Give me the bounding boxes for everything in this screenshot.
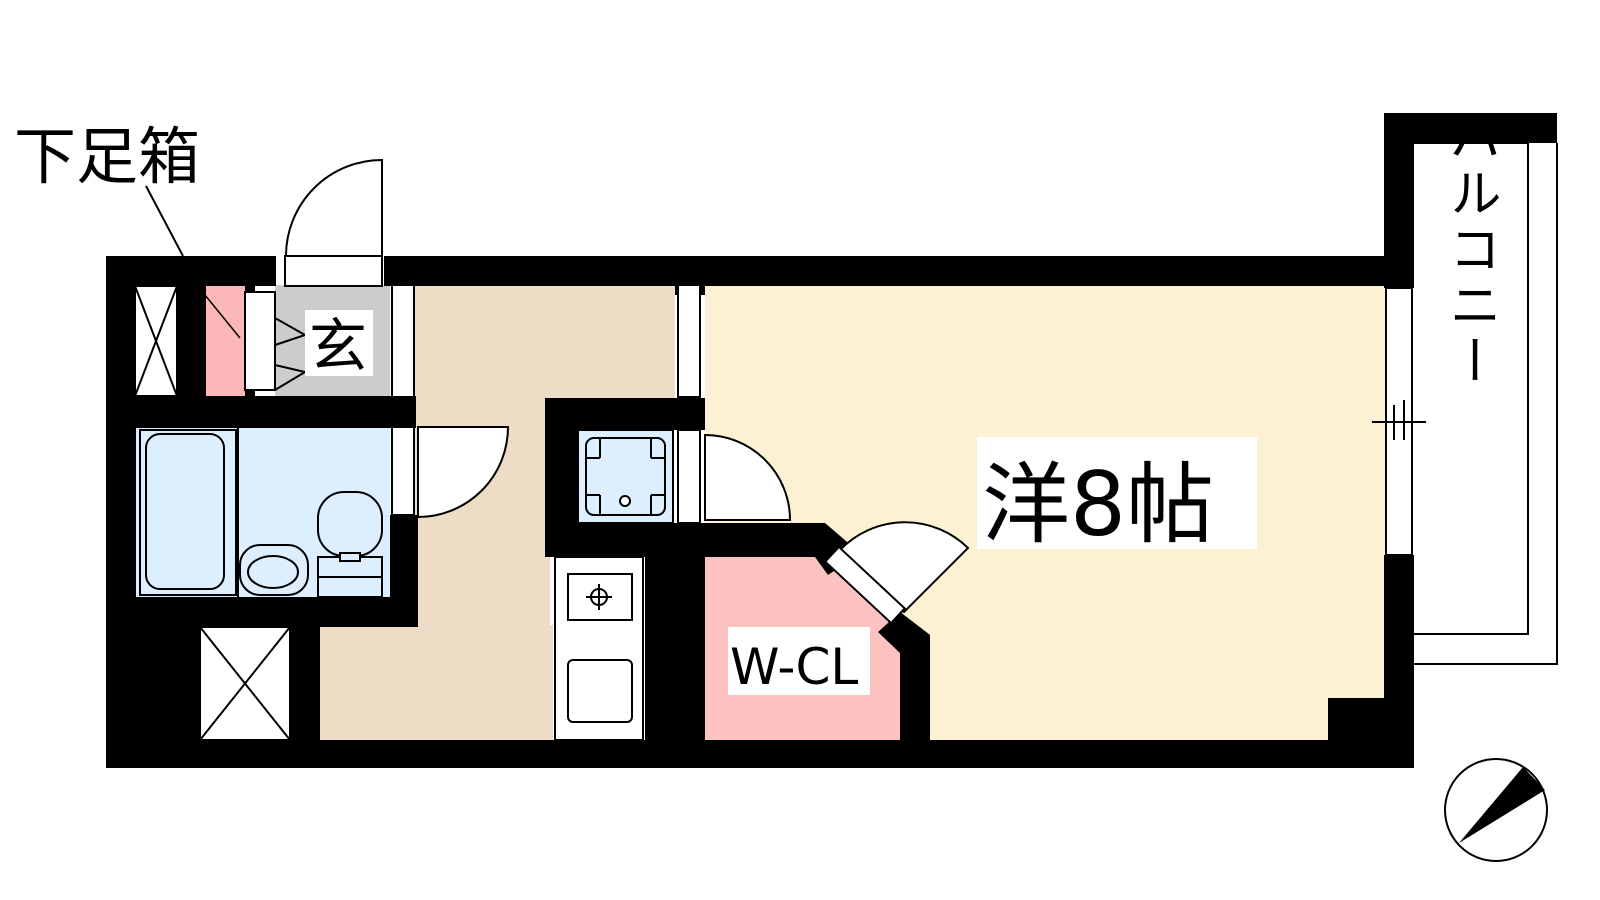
entrance-label: 玄 xyxy=(309,312,367,380)
gas-burner-icon xyxy=(567,573,633,621)
corridor-fill-upper xyxy=(415,285,675,400)
entrance-label-bg xyxy=(305,310,373,376)
western-room-label-bg xyxy=(977,437,1257,549)
closet-door xyxy=(838,521,970,614)
western-room-label: 洋8帖 xyxy=(982,453,1214,556)
washing-machine-pan-icon xyxy=(577,429,674,524)
toilet-icon xyxy=(317,491,383,598)
shoe-box-diagonal xyxy=(204,294,241,339)
balcony xyxy=(1414,142,1558,665)
kitchen-sink-icon xyxy=(567,659,633,723)
closet-door-frame xyxy=(823,545,907,625)
bathroom-door xyxy=(417,426,510,519)
bathtub-icon xyxy=(139,429,237,596)
shoe-box-leader xyxy=(145,185,184,257)
balcony-label: バルコニー xyxy=(1440,110,1500,390)
shoe-box-label: 下足箱 xyxy=(14,120,200,193)
corridor-fill-lower xyxy=(318,625,553,740)
walk-in-closet-label-bg xyxy=(728,627,870,695)
washer-door xyxy=(704,433,792,521)
washbasin-icon xyxy=(239,544,309,596)
walk-in-closet-label: W-CL xyxy=(730,638,858,696)
storage-boxes xyxy=(134,285,291,741)
entrance-door xyxy=(284,158,383,257)
north-arrow-icon xyxy=(1444,758,1548,862)
